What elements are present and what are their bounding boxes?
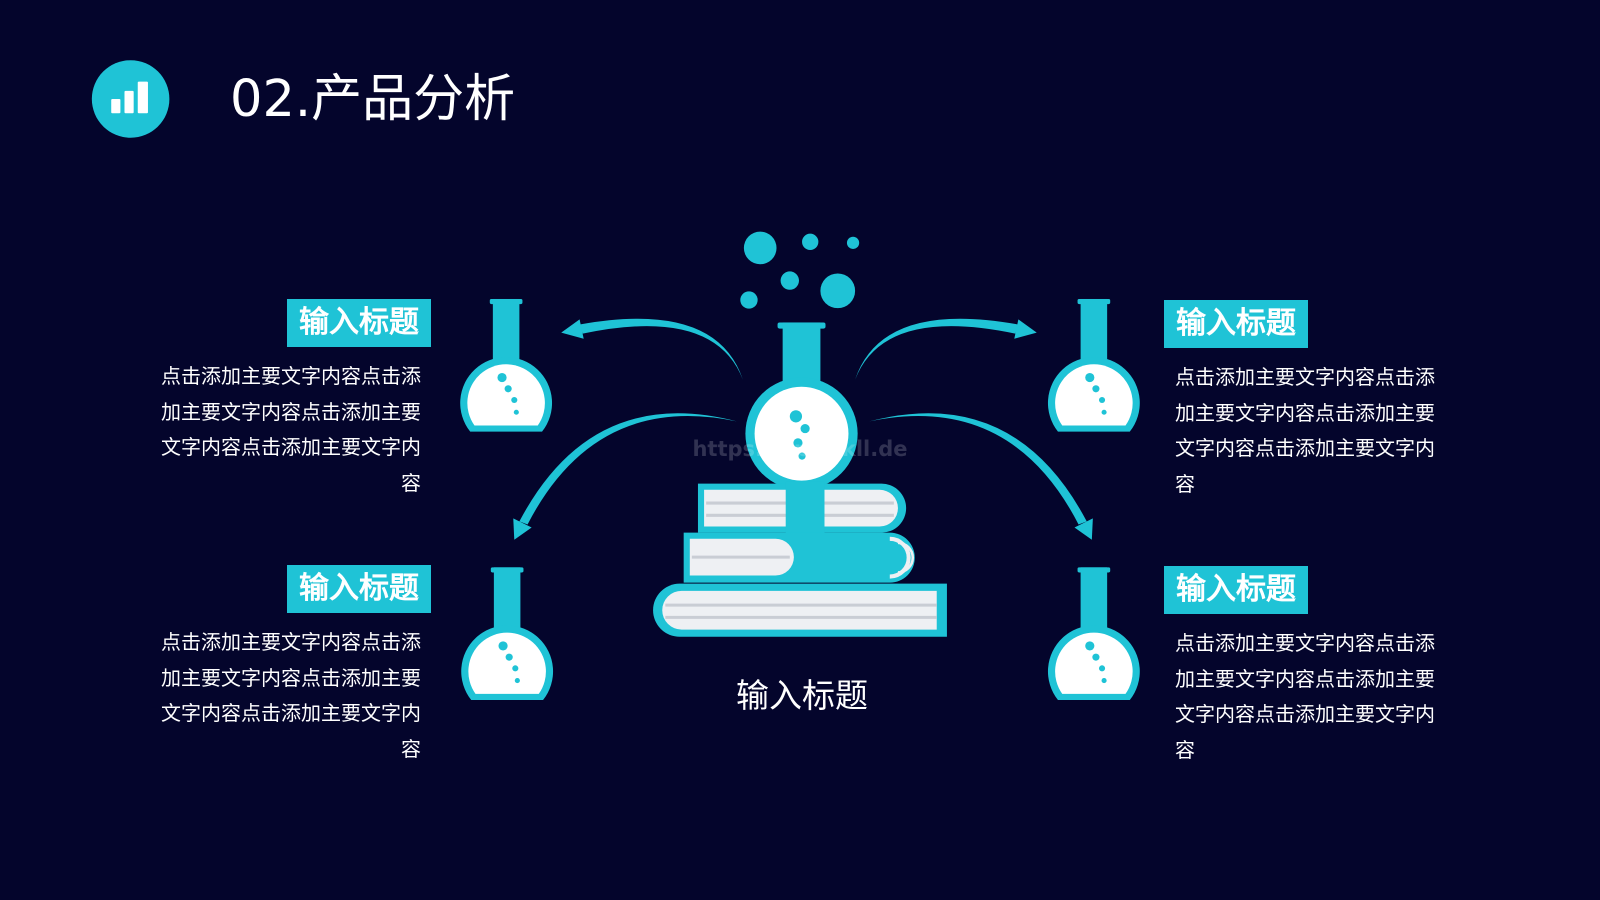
item-title: 输入标题 bbox=[1164, 566, 1308, 614]
chart-bar-2 bbox=[124, 90, 134, 114]
item-bottom-right: 输入标题 点击添加主要文字内容点击添加主要文字内容点击添加主要文字内容点击添加主… bbox=[1164, 566, 1444, 776]
item-bottom-left: 输入标题 点击添加主要文字内容点击添加主要文字内容点击添加主要文字内容点击添加主… bbox=[159, 565, 431, 775]
bubble-icon bbox=[743, 231, 777, 265]
slide-title: 02.产品分析 bbox=[230, 70, 516, 129]
header-bar-chart-icon bbox=[91, 60, 170, 138]
center-flask-icon bbox=[745, 322, 858, 490]
item-title: 输入标题 bbox=[1164, 300, 1308, 348]
item-top-left: 输入标题 点击添加主要文字内容点击添加主要文字内容点击添加主要文字内容点击添加主… bbox=[159, 299, 431, 509]
bottom-book bbox=[653, 583, 947, 637]
item-top-right: 输入标题 点击添加主要文字内容点击添加主要文字内容点击添加主要文字内容点击添加主… bbox=[1164, 300, 1444, 510]
top-book bbox=[697, 481, 907, 535]
chart-bar-1 bbox=[111, 98, 121, 114]
center-title: 输入标题 bbox=[736, 676, 868, 715]
bubbles bbox=[740, 231, 860, 309]
bubble-icon bbox=[740, 291, 758, 309]
bubble-icon bbox=[802, 233, 819, 250]
item-description: 点击添加主要文字内容点击添加主要文字内容点击添加主要文字内容点击添加主要文字内容 bbox=[161, 364, 421, 496]
watermark: https://ppt.pkll.de bbox=[692, 437, 908, 461]
middle-book bbox=[683, 532, 915, 583]
item-title: 输入标题 bbox=[287, 299, 431, 347]
item-description: 点击添加主要文字内容点击添加主要文字内容点击添加主要文字内容点击添加主要文字内容 bbox=[1175, 631, 1435, 763]
bubble-icon bbox=[820, 273, 856, 309]
item-description: 点击添加主要文字内容点击添加主要文字内容点击添加主要文字内容点击添加主要文字内容 bbox=[161, 630, 421, 762]
bubble-icon bbox=[846, 236, 860, 249]
chart-bar-3 bbox=[137, 81, 148, 114]
book-stack-icon bbox=[653, 481, 947, 637]
item-description: 点击添加主要文字内容点击添加主要文字内容点击添加主要文字内容点击添加主要文字内容 bbox=[1175, 365, 1435, 497]
item-title: 输入标题 bbox=[287, 565, 431, 613]
bubble-icon bbox=[780, 271, 799, 290]
